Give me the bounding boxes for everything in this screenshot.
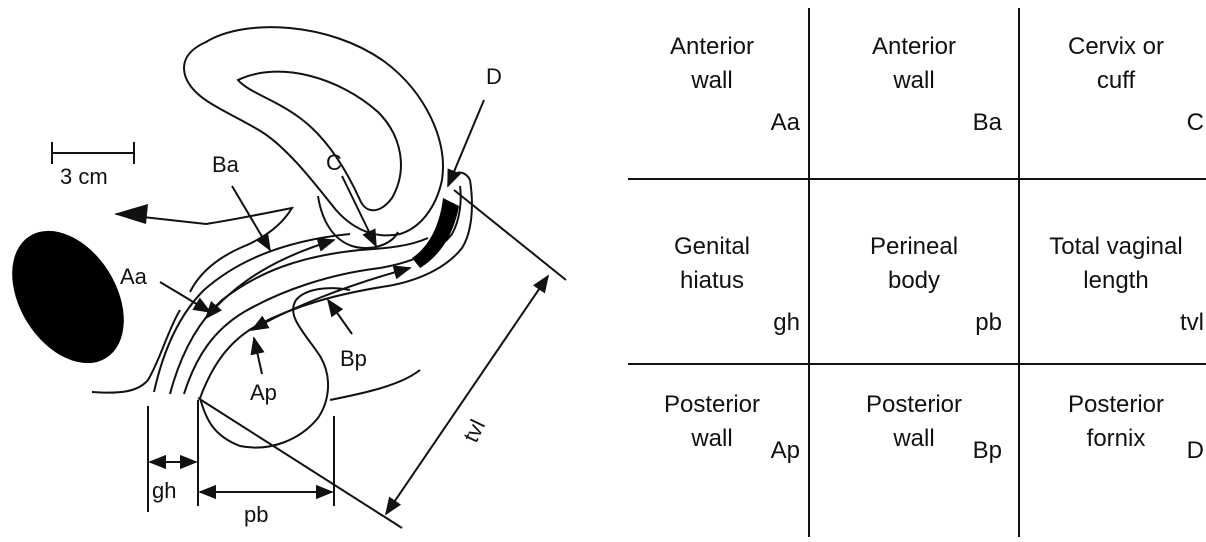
cell-name: Perineal body (818, 230, 1010, 298)
legend-cell-gh: Genital hiatus gh (616, 208, 808, 384)
label-Ap: Ap (250, 380, 277, 405)
label-Aa: Aa (120, 264, 148, 289)
anterior-wall-outer (154, 234, 350, 392)
tvl-guide-bottom (198, 398, 402, 528)
cell-code: tvl (1180, 308, 1204, 338)
label-Ba: Ba (212, 152, 240, 177)
label-pb: pb (244, 502, 268, 527)
cell-name: Genital hiatus (616, 230, 808, 298)
grid-divider-v1 (808, 8, 810, 537)
rectum-outline (330, 370, 420, 400)
cell-name: Total vaginal length (1020, 230, 1206, 298)
cell-code: Ap (771, 436, 800, 466)
pelvic-anatomy-diagram: 3 cm D C Ba Aa Ap Bp gh pb tvl (0, 0, 610, 537)
scale-bar (52, 142, 134, 164)
scale-label: 3 cm (60, 164, 108, 189)
legend-cell-C: Cervix or cuff C (1020, 8, 1206, 184)
label-tvl: tvl (458, 415, 490, 446)
legend-cell-D: Posterior fornix D (1020, 366, 1206, 542)
tvl-arrow (386, 276, 548, 514)
cell-name: Cervix or cuff (1020, 30, 1206, 98)
cell-code: C (1187, 108, 1204, 138)
cell-name: Anterior wall (616, 30, 808, 98)
cell-code: D (1187, 436, 1204, 466)
label-C: C (326, 150, 342, 175)
cell-name: Anterior wall (818, 30, 1010, 98)
cell-code: Aa (771, 108, 800, 138)
legend-cell-pb: Perineal body pb (818, 208, 1010, 384)
vaginal-vault-top (452, 173, 470, 180)
legend-cell-Aa: Anterior wall Aa (616, 8, 808, 184)
pop-q-legend-grid: Anterior wall Aa Anterior wall Ba Cervix… (628, 8, 1206, 537)
legend-cell-Ba: Anterior wall Ba (818, 8, 1010, 184)
label-gh: gh (152, 478, 176, 503)
legend-cell-Bp: Posterior wall Bp (818, 366, 1010, 542)
posterior-wall-inner (184, 186, 461, 394)
pubic-bone-shape (0, 211, 147, 384)
label-Bp: Bp (340, 346, 367, 371)
cell-code: Ba (973, 108, 1002, 138)
arrow-Bp (328, 300, 352, 334)
cell-code: gh (773, 308, 800, 338)
perineal-body-outline (200, 288, 350, 447)
arrow-Aa (160, 282, 210, 312)
arrow-Ap (254, 338, 262, 374)
legend-cell-tvl: Total vaginal length tvl (1020, 208, 1206, 384)
bladder-arrowhead (114, 204, 148, 224)
arrow-D (448, 100, 484, 186)
cell-code: pb (975, 308, 1002, 338)
tvl-guide-top (454, 190, 566, 280)
uterus-outline (184, 27, 443, 235)
cell-code: Bp (973, 436, 1002, 466)
cell-name: Posterior fornix (1020, 388, 1206, 456)
legend-cell-Ap: Posterior wall Ap (616, 366, 808, 542)
label-D: D (486, 64, 502, 89)
